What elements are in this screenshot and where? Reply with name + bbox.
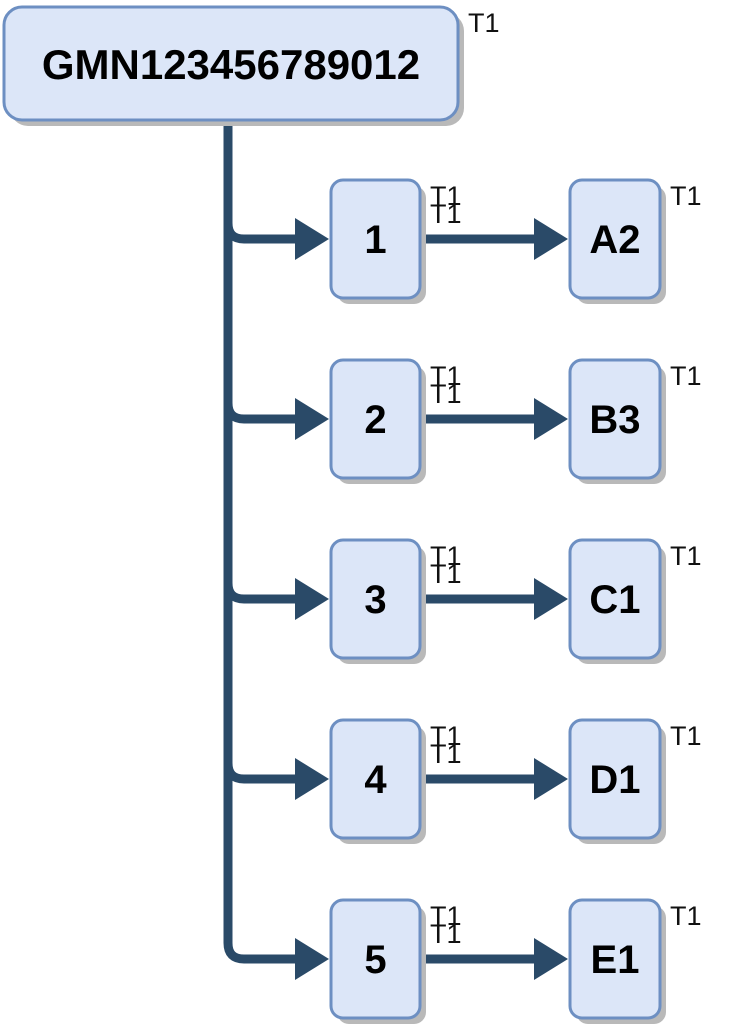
level2-node-3[interactable]: C1 — [568, 538, 666, 664]
edge-label-2: T1 — [430, 379, 462, 409]
level2-node-tag-1: T1 — [670, 181, 702, 211]
level2-node-tag-4: T1 — [670, 721, 702, 751]
level1-node-3[interactable]: 3 — [329, 538, 426, 664]
level2-node-2[interactable]: B3 — [568, 358, 666, 484]
level1-node-5-rect[interactable] — [329, 898, 422, 1020]
branch-arrow-4 — [295, 758, 329, 800]
branch-arrow-2 — [295, 398, 329, 440]
level2-node-5-rect[interactable] — [568, 898, 662, 1020]
branch-arrow-1 — [295, 218, 329, 260]
branch-connector-5 — [223, 942, 295, 964]
level1-node-5[interactable]: 5 — [329, 898, 426, 1024]
level2-node-3-label: C1 — [589, 578, 640, 622]
level1-to-level2-arrow-3 — [534, 578, 568, 620]
level2-node-2-rect[interactable] — [568, 358, 662, 480]
branch-connector-2 — [223, 402, 295, 424]
level1-node-2-rect[interactable] — [329, 358, 422, 480]
root-node[interactable]: GMN123456789012 — [2, 5, 464, 126]
level2-node-tag-5: T1 — [670, 901, 702, 931]
level1-node-tag-2: T1 — [430, 361, 462, 391]
level2-node-tag-2: T1 — [670, 361, 702, 391]
level1-node-tag-3: T1 — [430, 541, 462, 571]
level1-to-level2-arrow-1 — [534, 218, 568, 260]
branch-connector-3 — [223, 582, 295, 604]
level1-node-tag-5: T1 — [430, 901, 462, 931]
branch-connector-1 — [223, 222, 295, 244]
level1-node-1[interactable]: 1 — [329, 178, 426, 304]
branch-connector-4 — [223, 762, 295, 784]
level1-node-4[interactable]: 4 — [329, 718, 426, 844]
level2-node-1-label: A2 — [589, 218, 640, 262]
level2-node-4[interactable]: D1 — [568, 718, 666, 844]
level2-node-5[interactable]: E1 — [568, 898, 666, 1024]
level1-node-5-label: 5 — [364, 938, 386, 982]
level2-node-4-label: D1 — [589, 758, 640, 802]
root-node-tag: T1 — [468, 8, 500, 38]
branch-arrow-5 — [295, 938, 329, 980]
level2-node-2-label: B3 — [589, 398, 640, 442]
level2-node-4-rect[interactable] — [568, 718, 662, 840]
level1-node-1-rect[interactable] — [329, 178, 422, 300]
connector-layer — [223, 118, 568, 980]
edge-label-5: T1 — [430, 919, 462, 949]
branch-arrow-3 — [295, 578, 329, 620]
level2-node-3-rect[interactable] — [568, 538, 662, 660]
edge-label-4: T1 — [430, 739, 462, 769]
level1-node-tag-4: T1 — [430, 721, 462, 751]
level2-node-1-rect[interactable] — [568, 178, 662, 300]
level1-node-3-label: 3 — [364, 578, 386, 622]
level2-node-5-label: E1 — [591, 938, 640, 982]
level1-node-4-label: 4 — [364, 758, 387, 802]
root-node-rect[interactable] — [2, 5, 460, 122]
edge-label-3: T1 — [430, 559, 462, 589]
root-node-label: GMN123456789012 — [42, 41, 420, 88]
level1-to-level2-arrow-2 — [534, 398, 568, 440]
level1-to-level2-arrow-4 — [534, 758, 568, 800]
level2-node-tag-3: T1 — [670, 541, 702, 571]
level1-node-1-label: 1 — [364, 218, 386, 262]
level1-node-3-rect[interactable] — [329, 538, 422, 660]
level1-node-tag-1: T1 — [430, 181, 462, 211]
level1-to-level2-arrow-5 — [534, 938, 568, 980]
level1-node-2[interactable]: 2 — [329, 358, 426, 484]
edge-label-1: T1 — [430, 199, 462, 229]
node-layer: GMN123456789012T11T1T1A2T12T1T1B3T13T1T1… — [2, 5, 702, 1024]
level1-node-4-rect[interactable] — [329, 718, 422, 840]
level1-node-2-label: 2 — [364, 398, 386, 442]
level2-node-1[interactable]: A2 — [568, 178, 666, 304]
